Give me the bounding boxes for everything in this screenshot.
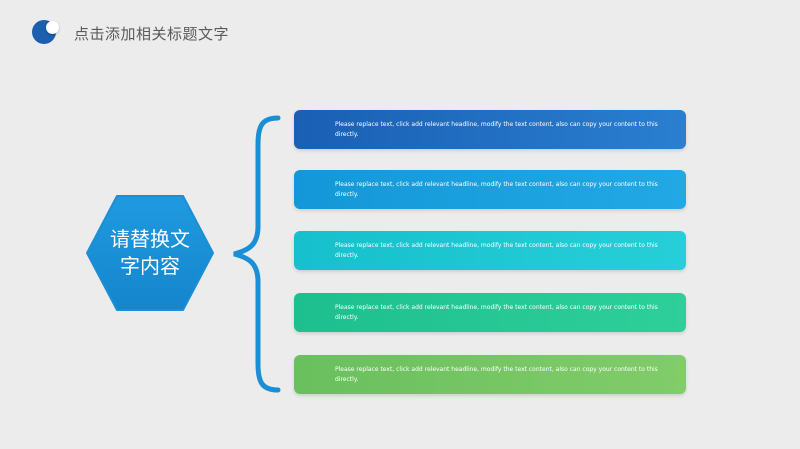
card-text: Please replace text, click add relevant … (335, 121, 658, 138)
card-text: Please replace text, click add relevant … (335, 242, 658, 259)
slide-title[interactable]: 点击添加相关标题文字 (74, 24, 230, 43)
content-card-5[interactable]: Please replace text, click add relevant … (294, 355, 686, 394)
slide-header: 点击添加相关标题文字 (30, 18, 229, 48)
hexagon-shape[interactable] (84, 193, 216, 313)
hexagon-text[interactable]: 请替换文 字内容 (84, 193, 216, 313)
logo-small-circle (46, 21, 59, 34)
content-card-2[interactable]: Please replace text, click add relevant … (294, 170, 686, 209)
content-card-1[interactable]: Please replace text, click add relevant … (294, 110, 686, 149)
hexagon-text-line-1: 请替换文 (110, 227, 190, 251)
hexagon-text-line-2: 字内容 (120, 254, 180, 278)
card-text: Please replace text, click add relevant … (335, 181, 658, 198)
card-text: Please replace text, click add relevant … (335, 366, 658, 383)
content-card-3[interactable]: Please replace text, click add relevant … (294, 231, 686, 270)
card-text: Please replace text, click add relevant … (335, 304, 658, 321)
two-circles-logo-icon (30, 18, 64, 48)
content-card-4[interactable]: Please replace text, click add relevant … (294, 293, 686, 332)
curly-brace-connector (233, 115, 281, 393)
